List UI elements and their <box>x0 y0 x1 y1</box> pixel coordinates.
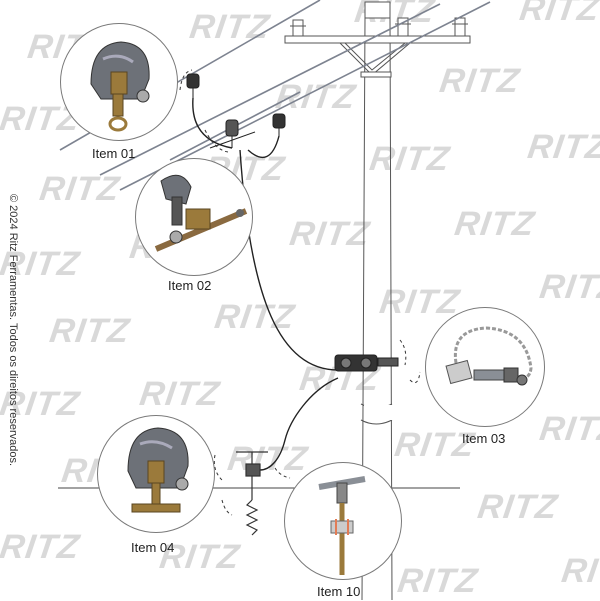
clamp-with-t-handle-icon <box>127 427 189 513</box>
zoom-circle-item-04 <box>97 415 215 533</box>
item-03-label: Item 03 <box>462 431 506 446</box>
zoom-circle-item-10 <box>284 462 402 580</box>
zoom-connectors <box>179 69 421 516</box>
chain-tensioner-icon <box>445 326 533 386</box>
ground-rod-assembly <box>236 451 268 536</box>
zoom-circle-item-03 <box>425 307 545 427</box>
ground-rod-icon <box>318 476 366 575</box>
zoom-circle-item-02 <box>135 158 253 276</box>
item-02-label: Item 02 <box>168 278 212 293</box>
clamp-with-bar-icon <box>154 174 248 252</box>
clamp-with-ring-icon <box>90 41 150 132</box>
item-10-label: Item 10 <box>317 584 361 599</box>
insulators <box>290 17 468 37</box>
line-clamp-middle <box>209 119 256 149</box>
zoom-circle-item-01 <box>60 23 178 141</box>
item-01-label: Item 01 <box>92 146 136 161</box>
utility-pole <box>284 1 471 600</box>
grounding-cables <box>192 97 339 471</box>
item-04-label: Item 04 <box>131 540 175 555</box>
line-clamp-left <box>186 73 200 98</box>
copyright-notice: © 2024 Ritz Ferramentas. Todos os direit… <box>7 194 19 467</box>
line-clamp-right <box>272 113 286 136</box>
pole-connector <box>334 354 399 372</box>
